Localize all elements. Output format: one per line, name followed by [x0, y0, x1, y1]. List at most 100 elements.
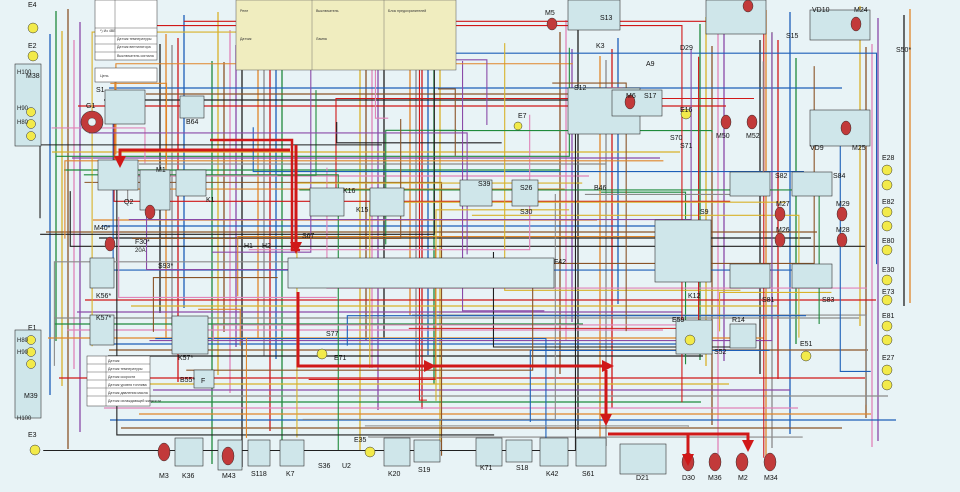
table-row: Датчик температуры — [108, 367, 143, 371]
label-f30-rating: 20A — [135, 248, 146, 254]
label-k1: K1 — [206, 197, 215, 204]
label-e3: E3 — [28, 432, 37, 439]
wire — [385, 129, 457, 245]
wire — [88, 132, 468, 255]
label-q2: Q2 — [124, 199, 133, 206]
label-m28: M28 — [836, 227, 850, 234]
label-m40: M40* — [94, 225, 111, 232]
label-e27: E27 — [882, 355, 895, 362]
wire — [504, 43, 741, 291]
wire — [600, 191, 687, 365]
label-s39: S39 — [478, 181, 491, 188]
label-s17: S17 — [644, 93, 657, 100]
wire — [248, 114, 531, 251]
wire — [152, 277, 278, 332]
label-e7: E7 — [518, 113, 527, 120]
wire — [64, 160, 664, 239]
label-k15: K15 — [356, 207, 369, 214]
label-m5: M5 — [545, 10, 555, 17]
fuse-block-table: Реле Выключатель Блок предохранителей Да… — [235, 0, 457, 71]
label-m43: M43 — [222, 473, 236, 480]
label-e16: E16 — [680, 107, 693, 114]
label-k16: K16 — [343, 188, 356, 195]
label-s81: S81 — [762, 297, 775, 304]
table-row: Датчик скорости — [108, 375, 135, 379]
label-e80: E80 — [882, 238, 895, 245]
table-row: Выключатель — [316, 9, 339, 13]
label-m36: M36 — [708, 475, 722, 482]
label-vd9: VD9 — [810, 145, 824, 152]
table-row: Датчик — [108, 359, 120, 363]
wire — [418, 52, 878, 265]
label-e30: E30 — [882, 267, 895, 274]
label-e82: E82 — [882, 199, 895, 206]
label-e73: E73 — [882, 289, 895, 296]
table-row: Выключатель сигнала — [117, 54, 154, 58]
label-r14: R14 — [732, 317, 745, 324]
label-h80: H80 — [17, 120, 29, 126]
label-m24: M24 — [854, 7, 868, 14]
table-row: Датчик температуры — [117, 37, 152, 41]
wire — [529, 349, 770, 423]
label-a9: A9 — [646, 61, 655, 68]
label-h2: H2 — [262, 243, 271, 250]
label-f30: F30* — [135, 239, 150, 246]
label-e28: E28 — [882, 155, 895, 162]
wire — [69, 191, 866, 247]
label-g1: G1 — [86, 103, 95, 110]
label-m50: M50 — [716, 133, 730, 140]
label-d30: D30 — [682, 475, 695, 482]
table-row: Датчик вентилятора — [117, 45, 151, 49]
component-layer: *) Из 4ВЕ Датчик температуры Датчик вент… — [14, 0, 893, 475]
label-s71: S71 — [680, 143, 693, 150]
label-s52: S52 — [714, 349, 727, 356]
label-b64: B64 — [186, 119, 199, 126]
label-k20: K20 — [388, 471, 401, 478]
table-row: Реле — [240, 9, 248, 13]
lamp-group-right — [316, 108, 893, 458]
table-row: Датчик — [240, 37, 252, 41]
label-d21: D21 — [636, 475, 649, 482]
label-h90-b: H90 — [17, 350, 29, 356]
headlight-unit-left-bottom — [14, 329, 42, 419]
table-row: Датчик давления масла — [108, 391, 148, 395]
label-s83: S83 — [822, 297, 835, 304]
label-d29: D29 — [680, 45, 693, 52]
wire — [110, 82, 168, 165]
table-row: Датчик уровня топлива — [108, 383, 147, 387]
label-m26: M26 — [776, 227, 790, 234]
label-s61: S61 — [582, 471, 595, 478]
label-m3: M3 — [159, 473, 169, 480]
table-row: *) Из 4ВЕ — [100, 29, 116, 33]
label-e2: E2 — [28, 43, 37, 50]
label-s70: S70 — [670, 135, 683, 142]
label-s36: S36 — [318, 463, 331, 470]
label-s50: S50* — [896, 47, 911, 54]
label-s13: S13 — [600, 15, 613, 22]
label-m34: M34 — [764, 475, 778, 482]
wire — [346, 315, 807, 346]
wire-layer — [39, 5, 911, 468]
label-f42: F42 — [554, 259, 566, 266]
label-k36: K36 — [182, 473, 195, 480]
label-k7: K7 — [286, 471, 295, 478]
wire — [411, 314, 867, 405]
label-s93: S93* — [158, 263, 173, 270]
headlight-unit-left-top — [14, 63, 42, 147]
wire — [368, 436, 803, 438]
label-m39: M39 — [24, 393, 38, 400]
label-m27: M27 — [776, 201, 790, 208]
label-s26: S26 — [520, 185, 533, 192]
label-vd10: VD10 — [812, 7, 830, 14]
wire — [128, 49, 692, 221]
wire — [719, 291, 832, 332]
label-s1: S1 — [96, 87, 105, 94]
label-m6: M6 — [626, 93, 636, 100]
wire — [418, 57, 427, 401]
label-s118: S118 — [251, 471, 267, 478]
label-s30: S30 — [520, 209, 533, 216]
label-k56: K56* — [96, 293, 111, 300]
label-s12: S12 — [574, 85, 587, 92]
wire — [198, 308, 241, 346]
label-m38: M38 — [26, 73, 40, 80]
